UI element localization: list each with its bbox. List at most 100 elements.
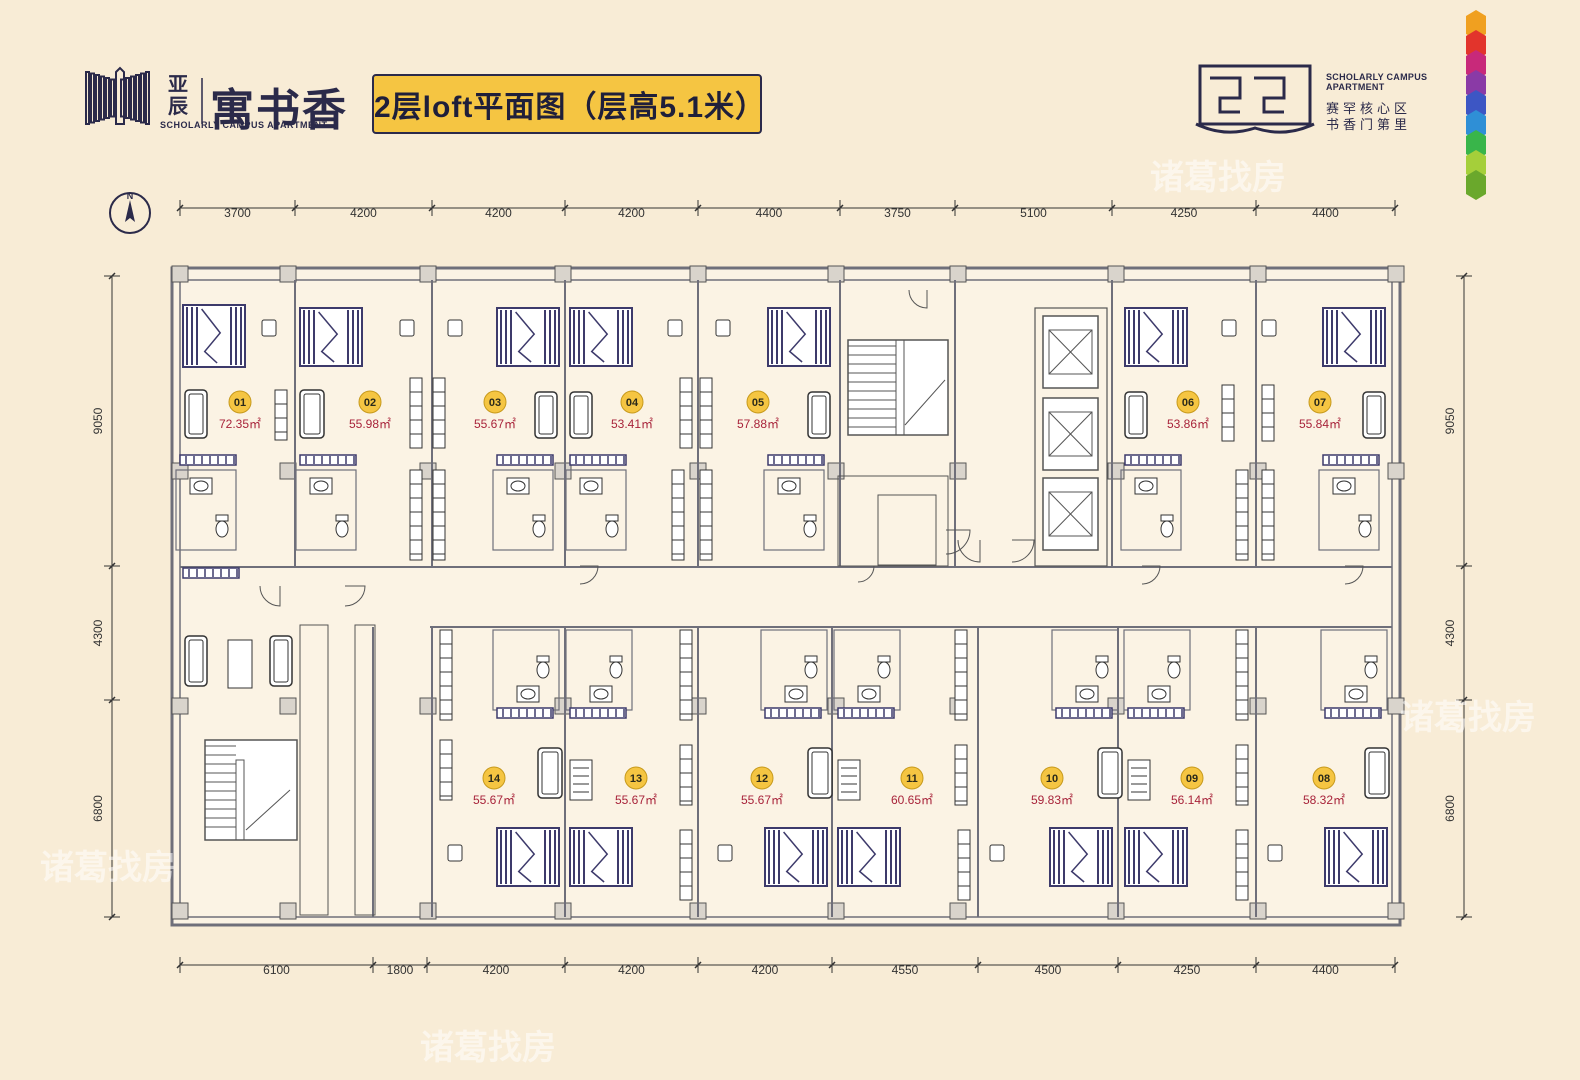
sofa-seat	[273, 639, 289, 683]
unit-area: 58.32㎡	[1303, 793, 1345, 807]
toilet-bowl	[804, 661, 818, 679]
unit-number: 10	[1046, 773, 1058, 785]
chair-icon	[667, 319, 683, 337]
sink-icon	[777, 477, 801, 495]
unit-number: 03	[489, 397, 501, 409]
bed-blanket	[318, 311, 339, 363]
sofa-body	[1097, 747, 1123, 799]
sofa-seat	[1128, 395, 1144, 435]
dim-slash	[1460, 562, 1468, 570]
bed-frame	[1124, 307, 1188, 367]
compass-ring	[109, 192, 151, 234]
structural-column	[171, 265, 189, 283]
shelf-body	[432, 469, 446, 561]
toilet-bowl	[1167, 661, 1181, 679]
unit-area: 55.84㎡	[1299, 417, 1341, 431]
dim-slash	[974, 961, 982, 969]
brand-logo-icon	[85, 66, 150, 125]
bathroom-wall	[295, 469, 357, 551]
structural-column	[1387, 265, 1405, 283]
dim-label: 4250	[1174, 963, 1201, 977]
door-swing-icon	[259, 585, 281, 607]
color-stripe-cell	[1466, 50, 1486, 80]
dim-slash	[176, 204, 184, 212]
structural-column	[279, 265, 297, 283]
dim-slash	[1108, 204, 1116, 212]
elevator-x	[1048, 329, 1093, 375]
shelf-icon	[679, 744, 693, 806]
sofa-icon	[807, 747, 833, 799]
logo-bar	[125, 77, 130, 119]
unit-area: 55.98㎡	[349, 417, 391, 431]
bed-frame	[496, 307, 560, 367]
structural-column	[1387, 697, 1405, 715]
dim-label: 4200	[350, 206, 377, 220]
unit-badge	[750, 766, 774, 790]
sofa-body	[1362, 391, 1386, 439]
shelf-body	[439, 629, 453, 721]
structural-column	[1387, 462, 1405, 480]
structural-column	[1249, 902, 1267, 920]
desk	[837, 759, 861, 801]
railing-frame	[1324, 707, 1382, 719]
bed-blanket	[1143, 311, 1164, 363]
bed-frame	[1049, 827, 1113, 887]
toilet-bowl	[877, 661, 891, 679]
shelf-icon	[954, 629, 968, 721]
desk	[1127, 759, 1151, 801]
dim-label: 5100	[1020, 206, 1047, 220]
door-swing-icon	[579, 565, 599, 585]
sofa-icon	[537, 747, 563, 799]
dim-slash	[291, 204, 299, 212]
dim-label: 9050	[1443, 407, 1457, 434]
brand-name: 寓书香	[210, 85, 348, 136]
sofa-seat	[811, 395, 827, 435]
toilet-icon	[532, 514, 546, 538]
toilet-tank	[877, 655, 891, 663]
door-swing-icon	[957, 539, 981, 563]
toilet-bowl	[803, 520, 817, 538]
book-pattern	[1210, 76, 1286, 114]
bathroom-wall	[763, 469, 825, 551]
sofa-body	[1124, 391, 1148, 439]
toilet-bowl	[335, 520, 349, 538]
shelf-icon	[1235, 744, 1249, 806]
dim-label: 4250	[1171, 206, 1198, 220]
sink-basin	[579, 477, 603, 495]
bed-blanket	[515, 311, 536, 363]
sofa-icon	[269, 635, 293, 687]
dim-label: 4200	[752, 963, 779, 977]
lobby-wall	[837, 475, 949, 567]
unit-number: 04	[626, 397, 639, 409]
sink-icon	[1134, 477, 1158, 495]
railing-frame	[569, 454, 627, 466]
right-logo-cn-1: 赛罕核心区	[1326, 101, 1412, 116]
right-logo-en-1: SCHOLARLY CAMPUS	[1326, 72, 1428, 82]
bathroom-wall	[565, 469, 627, 551]
dim-slash	[1252, 204, 1260, 212]
dim-label: 3750	[884, 206, 911, 220]
compass-label: N	[127, 191, 134, 201]
unit-number: 13	[630, 773, 642, 785]
sink-icon	[1075, 685, 1099, 703]
railing-icon	[182, 567, 240, 579]
building-plan	[170, 265, 1405, 927]
sofa-body	[534, 391, 558, 439]
unit-number: 12	[756, 773, 768, 785]
right-logo-en-2: APARTMENT	[1326, 82, 1385, 92]
sofa-body	[537, 747, 563, 799]
sofa-seat	[1368, 751, 1386, 795]
sink-icon	[309, 477, 333, 495]
sink-basin	[777, 477, 801, 495]
railing-frame	[496, 707, 554, 719]
toilet-icon	[804, 655, 818, 679]
sofa-seat	[811, 751, 829, 795]
bed-frame	[569, 307, 633, 367]
sink-icon	[784, 685, 808, 703]
bed-icon	[496, 307, 560, 367]
